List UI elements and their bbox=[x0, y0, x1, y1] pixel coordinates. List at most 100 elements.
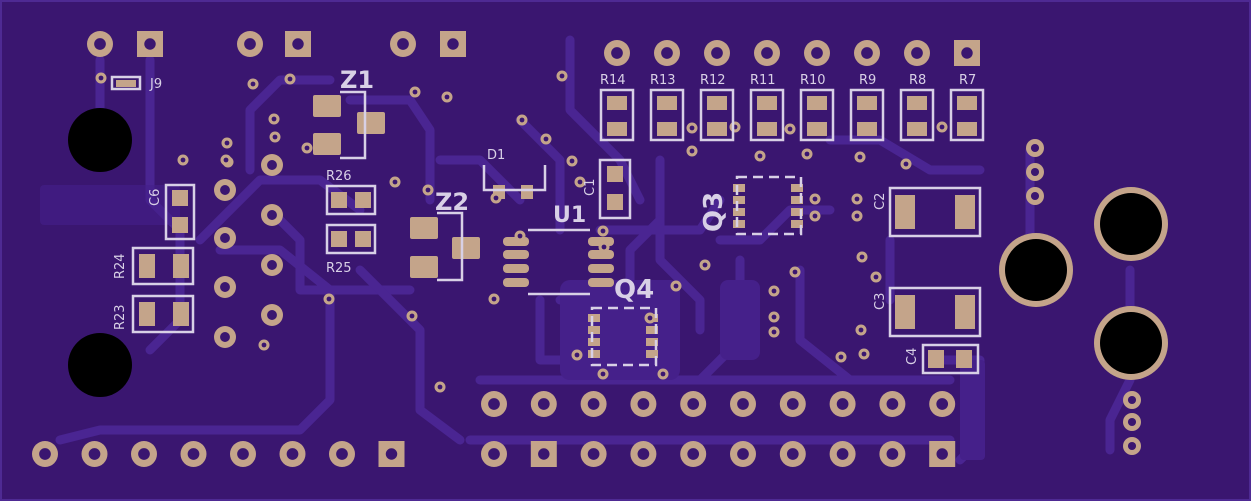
via-drill bbox=[689, 125, 695, 131]
drill-hole bbox=[886, 398, 899, 410]
label-r9: R9 bbox=[859, 73, 876, 88]
drill-hole bbox=[637, 448, 650, 460]
smd-pad bbox=[857, 96, 877, 110]
drill-hole bbox=[911, 47, 923, 59]
via-drill bbox=[271, 116, 277, 122]
smd-pad bbox=[907, 122, 927, 136]
smd-pad bbox=[757, 122, 777, 136]
via-drill bbox=[600, 228, 606, 234]
label-c2: C2 bbox=[873, 193, 888, 210]
via-drill bbox=[858, 327, 864, 333]
drill-hole bbox=[267, 260, 277, 270]
drill-hole bbox=[220, 185, 230, 195]
drill-hole bbox=[1030, 191, 1040, 201]
via-drill bbox=[272, 134, 278, 140]
drill-hole bbox=[220, 332, 230, 342]
drill-hole bbox=[637, 398, 650, 410]
via-drill bbox=[771, 288, 777, 294]
drill-hole bbox=[39, 448, 51, 460]
via-drill bbox=[304, 145, 310, 151]
via-drill bbox=[224, 140, 230, 146]
smd-pad bbox=[807, 122, 827, 136]
drill-hole bbox=[1127, 395, 1137, 405]
via-drill bbox=[673, 283, 679, 289]
drill-hole bbox=[267, 310, 277, 320]
via-drill bbox=[577, 179, 583, 185]
smd-pad bbox=[607, 194, 623, 210]
drill-hole bbox=[488, 448, 500, 460]
label-r8: R8 bbox=[909, 73, 926, 88]
smd-pad bbox=[357, 112, 385, 134]
smd-pad bbox=[588, 338, 600, 346]
label-r10: R10 bbox=[800, 73, 826, 88]
smd-pad bbox=[139, 302, 155, 326]
label-r7: R7 bbox=[959, 73, 976, 88]
via-drill bbox=[660, 371, 666, 377]
drill-hole bbox=[447, 38, 459, 50]
via-drill bbox=[854, 213, 860, 219]
smd-pad bbox=[646, 326, 658, 334]
via-drill bbox=[838, 354, 844, 360]
label-c4: C4 bbox=[905, 348, 920, 365]
via-drill bbox=[757, 153, 763, 159]
via-drill bbox=[792, 269, 798, 275]
via-drill bbox=[444, 94, 450, 100]
label-r25: R25 bbox=[326, 261, 352, 276]
drill-hole bbox=[88, 448, 101, 460]
drill-hole bbox=[237, 448, 249, 460]
via-drill bbox=[326, 296, 332, 302]
label-r13: R13 bbox=[650, 73, 676, 88]
drill-hole bbox=[811, 47, 823, 59]
drill-hole bbox=[761, 47, 773, 59]
smd-pad bbox=[957, 122, 977, 136]
smd-pad bbox=[657, 122, 677, 136]
via-drill bbox=[559, 73, 565, 79]
drill-hole bbox=[687, 448, 700, 460]
via-drill bbox=[861, 351, 867, 357]
smd-pad bbox=[588, 250, 614, 259]
smd-pad bbox=[503, 278, 529, 287]
smd-pad bbox=[657, 96, 677, 110]
smd-pad bbox=[607, 122, 627, 136]
smd-pad bbox=[757, 96, 777, 110]
via-drill bbox=[812, 213, 818, 219]
smd-pad bbox=[807, 96, 827, 110]
label-u1: U1 bbox=[553, 203, 586, 228]
via-drill bbox=[601, 244, 607, 250]
drill-hole bbox=[861, 47, 873, 59]
drill-hole bbox=[94, 38, 106, 50]
drill-hole bbox=[1030, 167, 1040, 177]
smd-pad bbox=[646, 338, 658, 346]
via-drill bbox=[493, 195, 499, 201]
smd-pad bbox=[955, 295, 975, 329]
smd-pad bbox=[895, 295, 915, 329]
via-drill bbox=[261, 342, 267, 348]
via-drill bbox=[574, 352, 580, 358]
via-drill bbox=[98, 75, 104, 81]
drill-hole bbox=[220, 233, 230, 243]
smd-pad bbox=[355, 192, 371, 208]
drill-hole bbox=[786, 448, 799, 460]
drill-hole bbox=[292, 38, 304, 50]
drill-hole bbox=[836, 448, 849, 460]
smd-pad bbox=[733, 196, 745, 204]
smd-pad bbox=[588, 264, 614, 273]
drill-hole bbox=[961, 47, 973, 59]
via-drill bbox=[491, 296, 497, 302]
drill-hole bbox=[936, 448, 948, 460]
smd-pad bbox=[331, 192, 347, 208]
smd-pad bbox=[956, 350, 972, 368]
smd-pad bbox=[791, 196, 803, 204]
smd-pad bbox=[588, 278, 614, 287]
drill-hole bbox=[611, 47, 623, 59]
drill-hole bbox=[737, 398, 749, 410]
via-drill bbox=[392, 179, 398, 185]
smd-pad bbox=[173, 302, 189, 326]
label-z2: Z2 bbox=[435, 188, 469, 216]
drill-hole bbox=[267, 210, 277, 220]
smd-pad bbox=[895, 195, 915, 229]
drill-hole bbox=[244, 38, 256, 50]
component-pads bbox=[32, 31, 1141, 467]
drill-hole bbox=[661, 47, 673, 59]
